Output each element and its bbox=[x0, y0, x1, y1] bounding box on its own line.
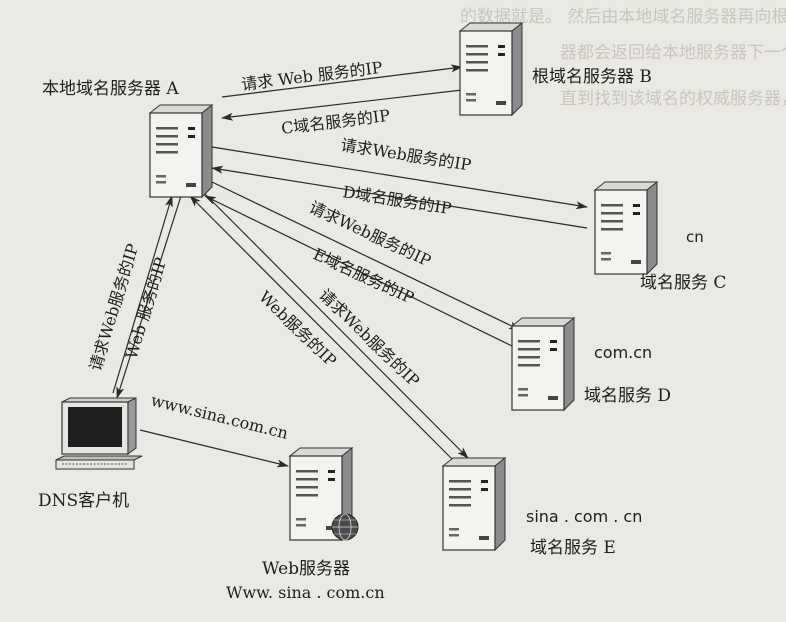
arrow-e-to-a bbox=[189, 195, 456, 463]
arrow-a-to-b bbox=[221, 64, 463, 98]
label-sina-domain: sina . com . cn bbox=[526, 507, 642, 526]
label-comcn-domain: com.cn bbox=[594, 343, 652, 362]
server-icon-sina-e bbox=[442, 457, 506, 551]
edge-label-b-to-a: C域名服务的IP bbox=[280, 106, 391, 138]
arrow-d-to-a bbox=[204, 195, 513, 347]
edge-label-a-to-c: 请求Web服务的IP bbox=[339, 135, 473, 174]
computer-icon bbox=[55, 397, 143, 470]
label-cn-domain: cn bbox=[686, 228, 704, 246]
label-web-server-url: Www. sina . com.cn bbox=[226, 583, 385, 602]
label-comcn-server: 域名服务 D bbox=[584, 386, 671, 406]
label-sina-server: 域名服务 E bbox=[530, 538, 616, 558]
background-text: 的数据就是。 然后由本地域名服务器再向根域名服务器询问。 器都会返回给本地服务器… bbox=[460, 7, 786, 109]
globe-icon bbox=[331, 513, 359, 541]
edge-label-client-to-web: www.sina.com.cn bbox=[149, 390, 290, 442]
arrow-a-to-e bbox=[204, 193, 469, 459]
label-cn-server: 域名服务 C bbox=[640, 273, 726, 293]
arrow-a-to-client bbox=[116, 195, 182, 399]
arrow-c-to-a bbox=[211, 165, 588, 229]
arrow-a-to-d bbox=[211, 181, 521, 331]
edge-labels: 请求 Web 服务的IP C域名服务的IP 请求Web服务的IP D域名服务的I… bbox=[86, 58, 473, 443]
label-web-server: Web服务器 bbox=[262, 559, 350, 579]
server-icon-cn-c bbox=[594, 181, 658, 275]
arrow-a-to-c bbox=[211, 146, 588, 210]
server-icon-root-b bbox=[459, 22, 523, 116]
edge-label-c-to-a: D域名服务的IP bbox=[341, 182, 453, 218]
connections bbox=[112, 64, 588, 468]
edge-label-a-to-b: 请求 Web 服务的IP bbox=[240, 58, 384, 94]
label-root-server: 根域名服务器 B bbox=[532, 67, 652, 87]
arrow-b-to-a bbox=[221, 89, 463, 121]
background-text-line-3: 直到找到该域名的权威服务器，再由其返回对应的IP地址。 bbox=[560, 89, 786, 109]
node-labels: 本地域名服务器 A 根域名服务器 B cn 域名服务 C com.cn 域名服务… bbox=[38, 67, 726, 602]
arrow-client-to-web bbox=[139, 429, 289, 468]
server-icon-comcn-d bbox=[511, 317, 575, 411]
label-dns-client: DNS客户机 bbox=[38, 491, 129, 511]
server-icon-local-a bbox=[149, 104, 213, 198]
arrow-client-to-a bbox=[112, 195, 173, 394]
background-text-line-2: 器都会返回给本地服务器下一个应该查询的域名服务器的IP地址。 bbox=[560, 43, 786, 63]
label-local-server: 本地域名服务器 A bbox=[42, 79, 179, 99]
background-text-line-1: 的数据就是。 然后由本地域名服务器再向根域名服务器询问。 bbox=[460, 7, 786, 27]
